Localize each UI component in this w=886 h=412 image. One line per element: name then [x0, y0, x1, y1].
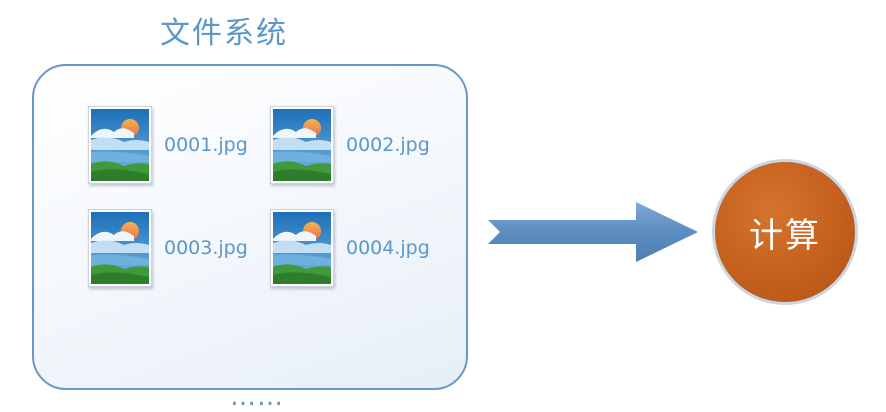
- file-name: 0002.jpg: [346, 134, 430, 156]
- compute-label: 计算: [749, 215, 821, 256]
- image-file-icon: [88, 106, 152, 184]
- image-file-icon: [270, 209, 334, 287]
- file-item[interactable]: 0004.jpg: [270, 209, 430, 287]
- flow-arrow-icon: [488, 202, 698, 262]
- file-item[interactable]: 0002.jpg: [270, 106, 430, 184]
- image-file-icon: [88, 209, 152, 287]
- filesystem-title: 文件系统: [160, 16, 288, 51]
- filesystem-box: 0001.jpg 0002.jpg 0003.jpg 0004.jpg ……: [32, 64, 468, 410]
- image-file-icon: [270, 106, 334, 184]
- file-item[interactable]: 0003.jpg: [88, 209, 248, 287]
- file-name: 0004.jpg: [346, 237, 430, 259]
- file-name: 0003.jpg: [164, 237, 248, 259]
- more-files-ellipsis: ……: [230, 382, 284, 412]
- file-item[interactable]: 0001.jpg: [88, 106, 248, 184]
- compute-node: 计算: [712, 159, 858, 305]
- file-name: 0001.jpg: [164, 134, 248, 156]
